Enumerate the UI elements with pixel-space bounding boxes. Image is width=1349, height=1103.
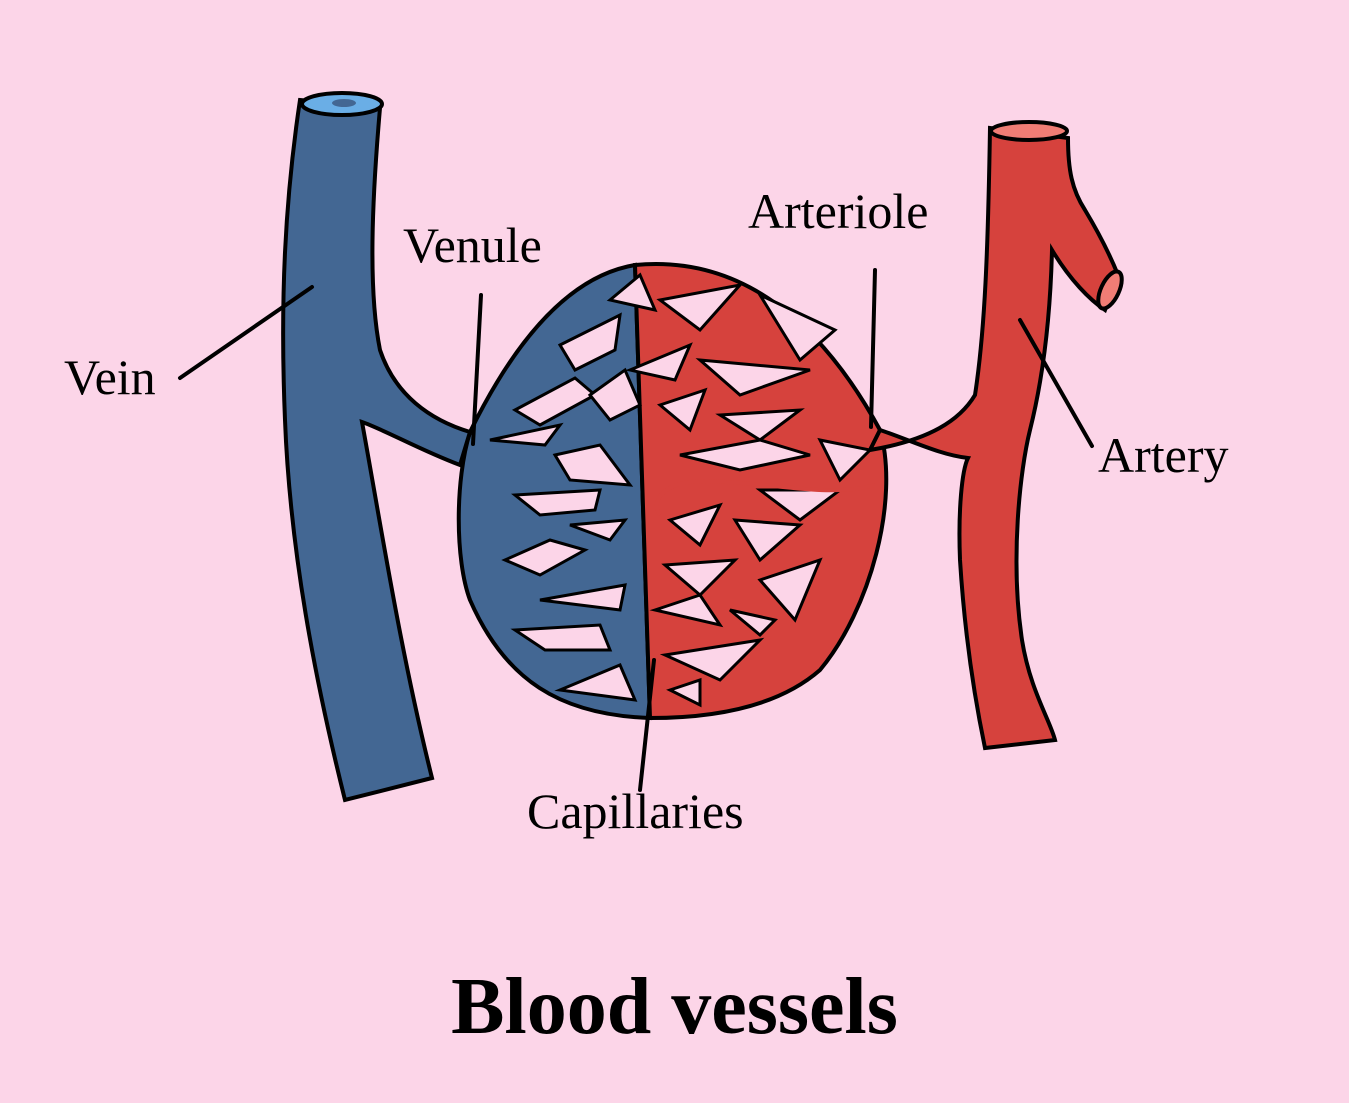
- artery-label: Artery: [1098, 427, 1229, 483]
- venule-leader-line: [471, 293, 483, 446]
- vein-leader-line: [178, 285, 314, 380]
- artery-leader-line: [1018, 318, 1094, 448]
- capillary-gaps: [489, 272, 874, 708]
- arteriole-label: Arteriole: [748, 183, 929, 239]
- vein-shape: [281, 97, 473, 803]
- diagram-title: Blood vessels: [451, 963, 898, 1051]
- capillaries-label: Capillaries: [527, 783, 744, 839]
- fine-capillary: [654, 479, 876, 517]
- venule-label: Venule: [403, 217, 542, 273]
- vein-label: Vein: [64, 349, 156, 405]
- vein-lumen-center: [332, 99, 356, 107]
- artery-lumen: [989, 120, 1069, 142]
- arteriole-leader-line: [869, 268, 877, 429]
- capillaries-leader-line: [638, 658, 656, 792]
- artery-branch-lumen: [1096, 269, 1124, 311]
